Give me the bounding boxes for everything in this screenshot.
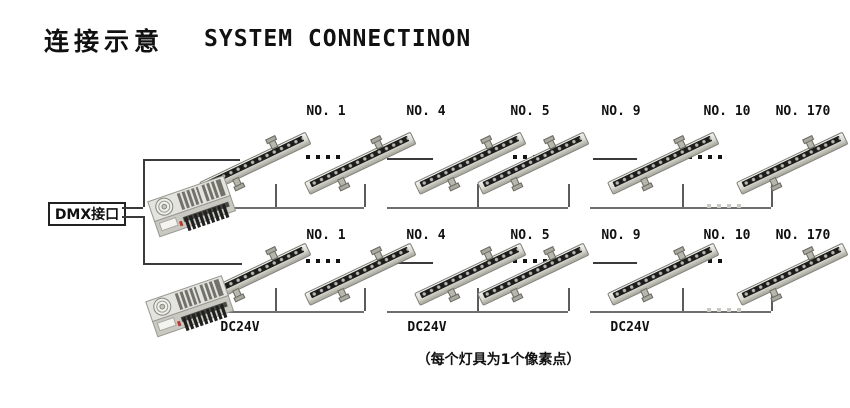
dmx-line bbox=[122, 207, 143, 209]
power-bus-line bbox=[590, 311, 771, 313]
led-bar-fixture bbox=[476, 242, 590, 306]
omitted-connection-dots bbox=[707, 308, 741, 312]
mounting-bracket bbox=[640, 176, 651, 188]
mounting-bracket bbox=[447, 176, 458, 188]
fixture-label: NO. 4 bbox=[406, 228, 446, 243]
power-bus-tick bbox=[682, 184, 684, 207]
fixture-label: NO. 10 bbox=[703, 104, 751, 119]
power-bus-tick bbox=[364, 288, 366, 311]
mounting-bracket bbox=[337, 176, 348, 188]
led-strip bbox=[612, 135, 713, 188]
mounting-bracket bbox=[769, 287, 780, 299]
fixture-label: NO. 1 bbox=[306, 228, 346, 243]
power-bus-tick bbox=[477, 184, 479, 207]
power-bus-tick bbox=[364, 184, 366, 207]
connector-dots bbox=[306, 155, 340, 159]
mounting-bracket bbox=[510, 287, 521, 299]
dc24v-label: DC24V bbox=[610, 320, 650, 335]
power-bus-line bbox=[387, 311, 568, 313]
fixture-label: NO. 170 bbox=[775, 104, 831, 119]
power-bus-line bbox=[211, 207, 364, 209]
fixture-label: NO. 10 bbox=[703, 228, 751, 243]
power-bus-tick bbox=[682, 288, 684, 311]
dc24v-label: DC24V bbox=[220, 320, 260, 335]
power-bus-line bbox=[590, 207, 771, 209]
led-strip bbox=[741, 135, 842, 188]
fixture-label: NO. 1 bbox=[306, 104, 346, 119]
dc24v-label: DC24V bbox=[407, 320, 447, 335]
power-supply-image bbox=[142, 270, 242, 344]
power-bus-tick bbox=[771, 184, 773, 207]
led-strip bbox=[741, 246, 842, 299]
mounting-bracket bbox=[640, 287, 651, 299]
page-title-chinese: 连接示意 bbox=[44, 27, 165, 56]
pixel-note-caption: （每个灯具为1个像素点） bbox=[416, 352, 581, 368]
led-strip bbox=[309, 246, 410, 299]
led-bar-fixture bbox=[413, 242, 527, 306]
power-supply-image bbox=[144, 170, 244, 244]
led-bar-fixture bbox=[303, 242, 417, 306]
connector-line bbox=[387, 262, 433, 264]
fixture-label: NO. 4 bbox=[406, 104, 446, 119]
connector-line bbox=[387, 158, 433, 160]
mounting-bracket bbox=[510, 176, 521, 188]
led-bar-fixture bbox=[735, 242, 849, 306]
power-bus-tick bbox=[275, 288, 277, 311]
led-strip bbox=[309, 135, 410, 188]
mounting-bracket bbox=[337, 287, 348, 299]
fixture-label: NO. 9 bbox=[601, 104, 641, 119]
power-bus-tick bbox=[275, 184, 277, 207]
led-bar-fixture bbox=[606, 131, 720, 195]
dmx-line bbox=[143, 216, 145, 263]
connector-line bbox=[593, 262, 637, 264]
dmx-interface-label: DMX接口 bbox=[48, 202, 126, 226]
connector-line bbox=[593, 158, 637, 160]
led-bar-fixture bbox=[476, 131, 590, 195]
power-bus-tick bbox=[568, 184, 570, 207]
power-bus-tick bbox=[477, 288, 479, 311]
connector-dots bbox=[306, 259, 340, 263]
led-bar-fixture bbox=[303, 131, 417, 195]
dmx-line bbox=[143, 159, 145, 207]
dmx-line bbox=[143, 263, 242, 265]
led-strip bbox=[612, 246, 713, 299]
dmx-line bbox=[122, 216, 143, 218]
fixture-label: NO. 170 bbox=[775, 228, 831, 243]
omitted-connection-dots bbox=[707, 204, 741, 208]
fixture-label: NO. 9 bbox=[601, 228, 641, 243]
page-title-english: SYSTEM CONNECTINON bbox=[204, 26, 472, 52]
fixture-label: NO. 5 bbox=[510, 104, 550, 119]
led-bar-fixture bbox=[606, 242, 720, 306]
fixture-label: NO. 5 bbox=[510, 228, 550, 243]
dmx-line bbox=[143, 159, 240, 161]
power-bus-tick bbox=[568, 288, 570, 311]
mounting-bracket bbox=[769, 176, 780, 188]
power-bus-line bbox=[387, 207, 568, 209]
led-bar-fixture bbox=[735, 131, 849, 195]
led-bar-fixture bbox=[413, 131, 527, 195]
power-bus-line bbox=[211, 311, 364, 313]
mounting-bracket bbox=[447, 287, 458, 299]
